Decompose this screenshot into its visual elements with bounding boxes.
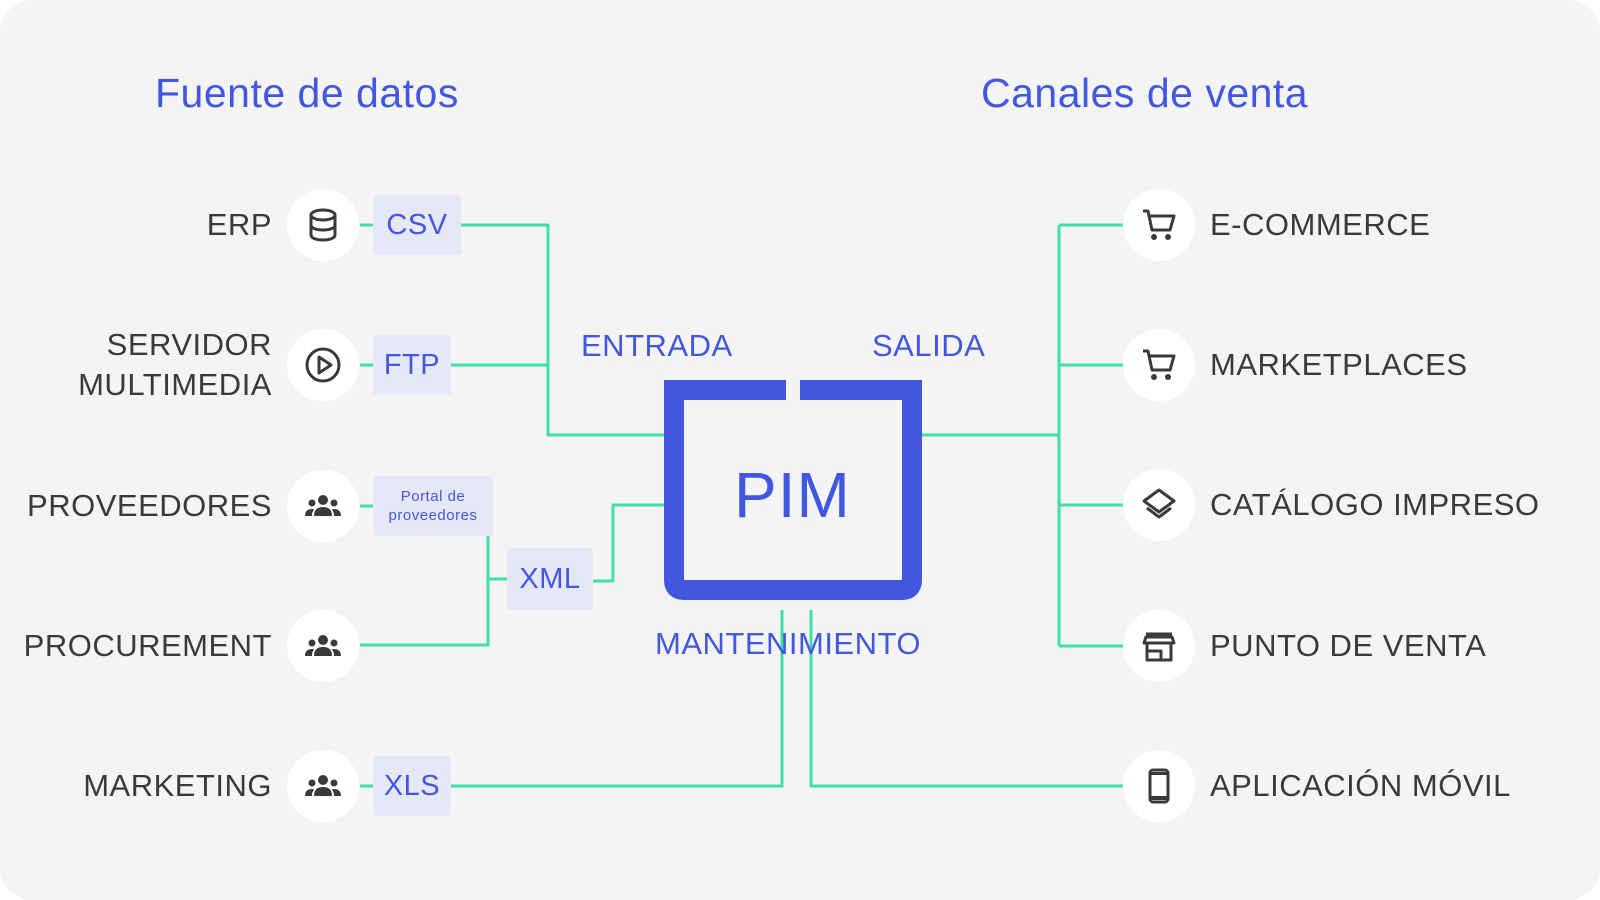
- channel-icon-marketplaces: [1123, 329, 1195, 401]
- group-icon: [305, 635, 341, 656]
- source-label-erp: ERP: [206, 207, 272, 242]
- format-tag-xml: XML: [507, 548, 593, 610]
- channel-icon-ecommerce: [1123, 189, 1195, 261]
- group-icon: [305, 775, 341, 796]
- connector-pim-movil: [809, 610, 1123, 788]
- flow-label-entrada: ENTRADA: [581, 328, 733, 363]
- source-label-servidor-multimedia: SERVIDOR MULTIMEDIA: [78, 327, 272, 402]
- play-circle-icon: [305, 347, 341, 383]
- sources-heading: Fuente de datos: [155, 70, 459, 116]
- flow-label-mantenimiento: MANTENIMIENTO: [655, 626, 921, 661]
- channel-icon-catalogo: [1123, 469, 1195, 541]
- pim-label: PIM: [734, 459, 851, 531]
- layers-icon: [1142, 488, 1176, 519]
- flow-label-salida: SALIDA: [872, 328, 986, 363]
- connector-procurement-portal: [360, 536, 490, 647]
- pim-box: [664, 380, 922, 600]
- channel-label-catalogo: CATÁLOGO IMPRESO: [1210, 487, 1540, 522]
- format-tag-csv: CSV: [373, 195, 461, 255]
- cart-icon: [1143, 209, 1176, 240]
- connector-xml-pim: [593, 503, 664, 583]
- source-icon-servidor: [287, 329, 359, 401]
- connector-xls-pim: [451, 610, 784, 788]
- source-label-procurement: PROCUREMENT: [23, 628, 272, 663]
- channel-label-ecommerce: E-COMMERCE: [1210, 207, 1431, 242]
- channel-label-movil: APLICACIÓN MÓVIL: [1210, 768, 1511, 803]
- source-label-marketing: MARKETING: [83, 768, 272, 803]
- channel-label-marketplaces: MARKETPLACES: [1210, 347, 1468, 382]
- group-icon: [305, 495, 341, 516]
- smartphone-icon: [1148, 768, 1170, 804]
- cart-icon: [1143, 349, 1176, 380]
- source-icon-proveedores: [287, 470, 359, 542]
- channels-heading: Canales de venta: [981, 70, 1309, 116]
- channel-icon-punto-venta: [1123, 610, 1195, 682]
- database-icon: [309, 208, 337, 242]
- store-icon: [1142, 632, 1176, 662]
- connector-csv-pim: [461, 223, 664, 437]
- format-tag-xls: XLS: [373, 756, 451, 816]
- format-tag-ftp: FTP: [373, 335, 451, 395]
- source-icon-marketing: [287, 750, 359, 822]
- channel-icon-movil: [1123, 750, 1195, 822]
- source-label-proveedores: PROVEEDORES: [27, 488, 272, 523]
- format-tag-portal-proveedores: Portal de proveedores: [373, 476, 493, 536]
- source-icon-erp: [287, 189, 359, 261]
- channel-label-punto-venta: PUNTO DE VENTA: [1210, 628, 1487, 663]
- source-icon-procurement: [287, 610, 359, 682]
